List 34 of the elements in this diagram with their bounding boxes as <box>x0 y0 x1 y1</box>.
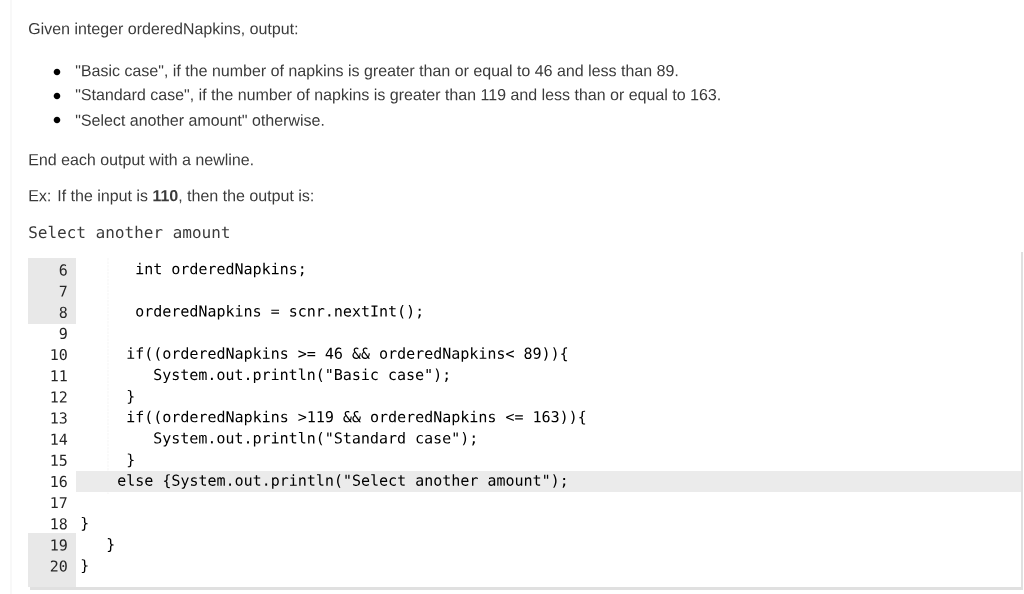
code-line: if((orderedNapkins >= 46 && orderedNapkins< 89)){ <box>127 347 568 362</box>
code-line: orderedNapkins = scnr.nextInt(); <box>136 305 421 320</box>
line-number: 10 <box>51 348 67 361</box>
line-number: 9 <box>59 327 67 340</box>
line-number: 18 <box>51 518 67 530</box>
bullet-item: "Standard case", if the number of napkins is greater than 119 and less than or equal to 163. <box>53 88 720 104</box>
code-line: System.out.println("Standard case"); <box>154 431 475 447</box>
line-number: 12 <box>51 391 67 403</box>
code-line: System.out.println("Basic case"); <box>154 368 448 384</box>
line-number: 11 <box>51 370 67 382</box>
instruction-text: Ex: If the input is 110, then the output is: <box>29 189 313 205</box>
line-number: 8 <box>59 306 67 318</box>
code-line: } <box>127 453 134 468</box>
code-line: } <box>127 390 134 404</box>
line-number: 17 <box>51 497 67 509</box>
line-number: 20 <box>50 560 67 572</box>
instruction-text: Given integer orderedNapkins, output: <box>29 22 298 38</box>
line-number: 16 <box>51 475 67 488</box>
code-line: else {System.out.println("Select another amount"); <box>118 474 566 489</box>
code-line: if((orderedNapkins >119 && orderedNapkins <= 163)){ <box>127 410 586 426</box>
line-number: 13 <box>51 412 67 424</box>
code-line: } <box>81 559 88 574</box>
code-line: } <box>81 516 88 531</box>
bullet-item: "Select another amount" otherwise. <box>53 114 324 126</box>
line-number: 14 <box>51 433 68 445</box>
line-number: 6 <box>59 264 67 276</box>
line-number: 15 <box>51 454 67 466</box>
bullet-item: "Basic case", if the number of napkins is greater than or equal to 46 and less than 89. <box>53 64 678 80</box>
line-number: 19 <box>51 539 67 551</box>
sample-output: Select another amount <box>29 225 229 239</box>
instruction-text: End each output with a newline. <box>29 153 253 169</box>
code-line: int orderedNapkins; <box>136 262 304 278</box>
line-number: 7 <box>59 285 67 297</box>
code-line: } <box>107 538 114 552</box>
